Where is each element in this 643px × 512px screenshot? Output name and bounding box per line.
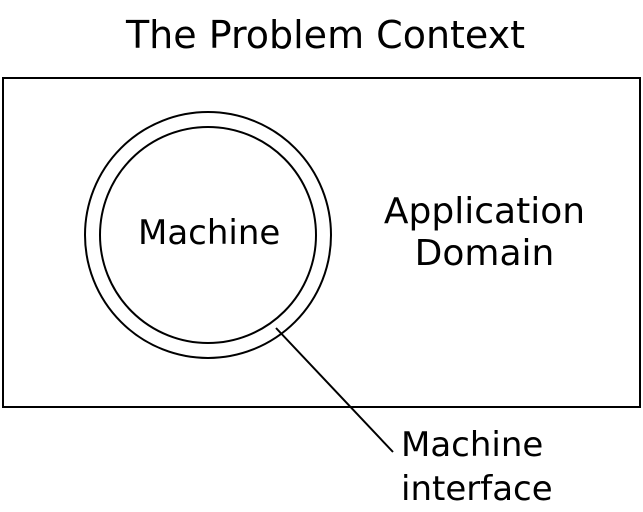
machine-label: Machine [138,213,281,253]
interface-pointer-line [275,327,394,453]
application-domain-label: Application Domain [378,191,591,275]
machine-interface-label: Machine interface [401,423,553,511]
diagram-title: The Problem Context [125,13,526,57]
machine-interface-label-line-2: interface [401,469,553,509]
machine-interface-ring [84,111,332,359]
application-domain-box [2,77,641,408]
machine-interface-label-line-1: Machine [401,425,544,465]
application-domain-label-line-2: Domain [414,233,555,274]
machine-circle [99,126,317,344]
application-domain-label-line-1: Application [383,191,586,232]
